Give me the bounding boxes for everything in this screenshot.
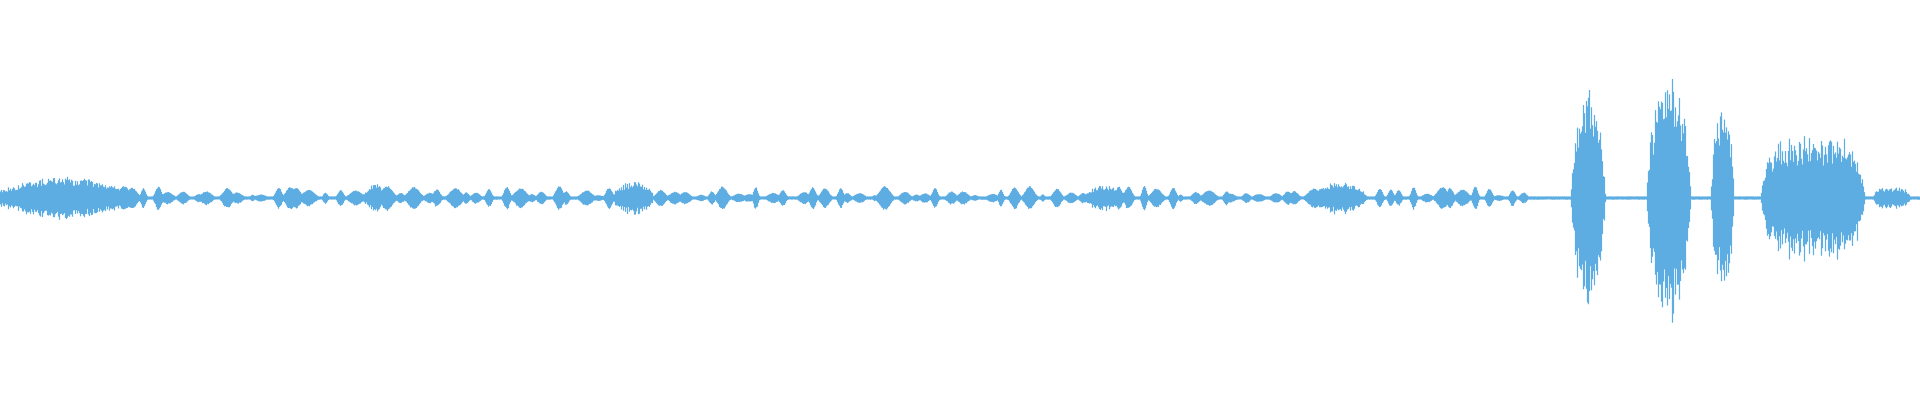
waveform-trace: [0, 79, 1920, 323]
